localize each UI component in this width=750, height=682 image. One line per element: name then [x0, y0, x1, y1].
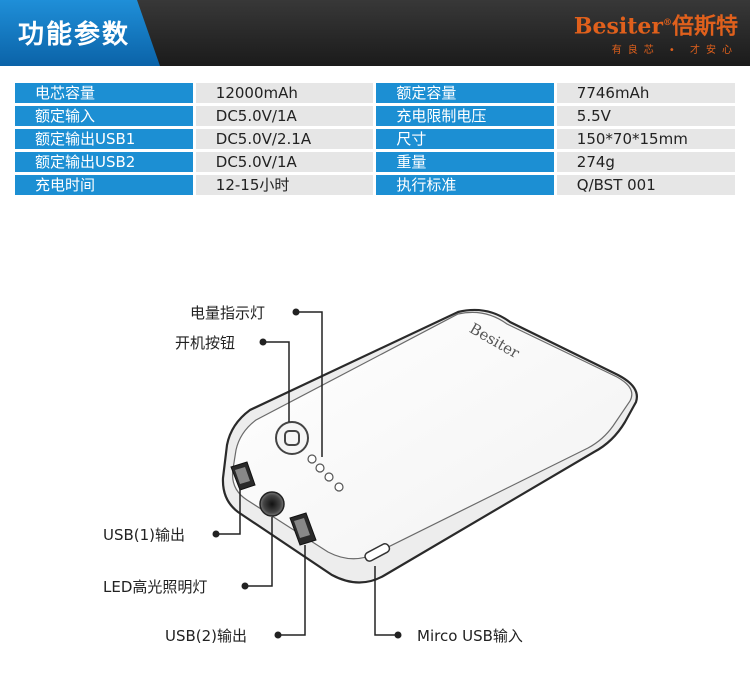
- spec-label: 充电时间: [15, 175, 193, 195]
- callout-dots: [212, 308, 402, 639]
- callout-line-indicator: [296, 311, 323, 457]
- indicator-led-2: [315, 463, 325, 473]
- micro-usb-port: [364, 543, 391, 562]
- indicator-led-3: [324, 472, 334, 482]
- brand-logo: Besiter®倍斯特 有良芯 • 才安心: [574, 10, 738, 56]
- brand-slogan: 有良芯 • 才安心: [611, 45, 738, 57]
- spec-label: 额定输出USB1: [15, 129, 193, 149]
- callout-dot-usb2: [274, 631, 282, 639]
- callout-dot-power: [259, 338, 267, 346]
- spec-label: 电芯容量: [15, 83, 193, 103]
- header-bar: 功能参数 Besiter®倍斯特 有良芯 • 才安心: [0, 0, 750, 66]
- label-usb1: USB(1)输出: [103, 526, 186, 544]
- spec-value: DC5.0V/1A: [195, 152, 374, 172]
- spec-value: 274g: [556, 152, 735, 172]
- spec-value: 12-15小时: [195, 175, 374, 195]
- indicator-led-1: [307, 454, 317, 464]
- spec-label: 尺寸: [376, 129, 554, 149]
- callout-dot-usb1: [212, 530, 220, 538]
- label-usb2: USB(2)输出: [165, 627, 248, 645]
- brand-name: Besiter®倍斯特: [574, 10, 738, 39]
- label-micro-usb: Mirco USB输入: [417, 627, 523, 645]
- spec-label: 额定输出USB2: [15, 152, 193, 172]
- power-bank-device: Besiter: [221, 308, 638, 584]
- spec-label: 执行标准: [376, 175, 554, 195]
- brand-name-cn: 倍斯特: [671, 13, 738, 40]
- spec-value: DC5.0V/2.1A: [195, 129, 374, 149]
- callout-dot-micro-usb: [394, 631, 402, 639]
- callout-line-power: [263, 341, 290, 422]
- registered-mark: ®: [662, 18, 672, 28]
- spec-value: 5.5V: [556, 106, 735, 126]
- callout-line-usb1: [216, 488, 241, 535]
- header-tab: [0, 0, 160, 66]
- brand-name-en: Besiter: [573, 13, 663, 40]
- section-title: 功能参数: [18, 20, 131, 50]
- label-led: LED高光照明灯: [103, 578, 208, 596]
- indicator-led-4: [334, 482, 344, 492]
- callout-dot-indicator: [292, 308, 300, 316]
- label-indicator: 电量指示灯: [190, 304, 266, 322]
- led-lamp-icon: [259, 491, 285, 517]
- label-power-button: 开机按钮: [175, 334, 236, 352]
- callout-line-usb2: [278, 545, 306, 636]
- spec-value: Q/BST 001: [556, 175, 735, 195]
- spec-label: 重量: [376, 152, 554, 172]
- power-button[interactable]: [275, 421, 309, 455]
- callout-dot-led: [241, 582, 249, 590]
- spec-label: 额定输入: [15, 106, 193, 126]
- usb2-port-inner: [294, 518, 310, 538]
- usb1-port-inner: [235, 467, 250, 484]
- spec-value: 150*70*15mm: [556, 129, 735, 149]
- spec-value: 7746mAh: [556, 83, 735, 103]
- spec-label: 充电限制电压: [376, 106, 554, 126]
- spec-value: 12000mAh: [195, 83, 374, 103]
- callout-line-led: [245, 517, 273, 587]
- power-icon: [284, 430, 300, 446]
- spec-label: 额定容量: [376, 83, 554, 103]
- callout-line-micro-usb: [374, 566, 398, 636]
- spec-value: DC5.0V/1A: [195, 106, 374, 126]
- callout-lines: [216, 311, 398, 636]
